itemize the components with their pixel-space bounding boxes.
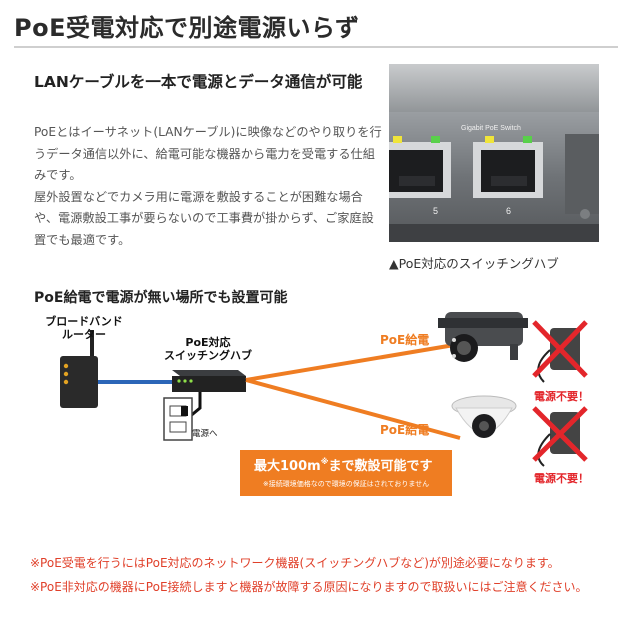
- note-poe-device-required: ※PoE受電を行うにはPoE対応のネットワーク機器(スイッチングハブなど)が別途…: [30, 556, 560, 570]
- ethernet-port-icon: [473, 136, 543, 198]
- router-label-line2: ルーター: [62, 328, 106, 341]
- bullet-camera-icon: [438, 312, 528, 362]
- hub-label-line2: スイッチングハブ: [164, 348, 252, 362]
- outlet-label: 電源へ: [192, 429, 218, 439]
- poe-switch-photo: Gigabit PoE Switch 5 6: [389, 64, 599, 242]
- ethernet-port-icon: [389, 136, 451, 198]
- distance-banner: [240, 450, 452, 496]
- title-divider: [14, 46, 618, 48]
- poe-cable-line: [245, 342, 461, 382]
- power-outlet-icon: [163, 397, 193, 441]
- hub-label: PoE対応: [185, 335, 230, 349]
- paragraph-poe-definition: PoEとはイーサネット(LANケーブル)に映像などのやり取りを行うデータ通信以外…: [34, 125, 382, 182]
- power-adapter-crossed-icon: [532, 406, 588, 467]
- poe-feed-label-bottom: PoE給電: [380, 422, 429, 437]
- paragraph-poe-benefit: 屋外設置などでカメラ用に電源を敷設することが困難な場合や、電源敷設工事が要らない…: [34, 189, 374, 247]
- power-adapter-crossed-icon: [532, 320, 588, 383]
- distance-sub-note: ※接続環境価格なので環境の保証はされておりません: [263, 479, 429, 488]
- section-heading-poe: PoE給電で電源が無い場所でも設置可能: [34, 290, 288, 306]
- router-label: ブロードバンド: [45, 314, 123, 328]
- poe-connection-diagram: ブロードバンド ルーター PoE対応 スイッチングハブ 電源へ PoE給電 Po…: [45, 312, 589, 496]
- distance-main-text: 最大100m※まで敷設可能です: [254, 456, 432, 474]
- poe-feed-label-top: PoE給電: [380, 332, 429, 347]
- switching-hub-icon: [172, 370, 246, 392]
- section-heading-lan: LANケーブルを一本で電源とデータ通信が可能: [34, 73, 363, 91]
- no-power-needed-top: 電源不要！: [534, 389, 589, 403]
- switch-panel-label: Gigabit PoE Switch: [461, 125, 521, 132]
- note-poe-caution: ※PoE非対応の機器にPoE接続しますと機器が故障する原因になりますので取扱いに…: [30, 580, 588, 594]
- port-number-6: 6: [506, 206, 511, 216]
- page-title: PoE受電対応で別途電源いらず: [14, 14, 360, 42]
- port-number-5: 5: [433, 206, 438, 216]
- router-icon: [60, 330, 98, 408]
- dome-camera-icon: [451, 395, 517, 438]
- photo-caption: ▲PoE対応のスイッチングハブ: [389, 256, 559, 271]
- poe-cable-line: [245, 378, 461, 440]
- no-power-needed-bottom: 電源不要！: [534, 471, 589, 485]
- section-body-lan: PoEとはイーサネット(LANケーブル)に映像などのやり取りを行うデータ通信以外…: [34, 122, 384, 251]
